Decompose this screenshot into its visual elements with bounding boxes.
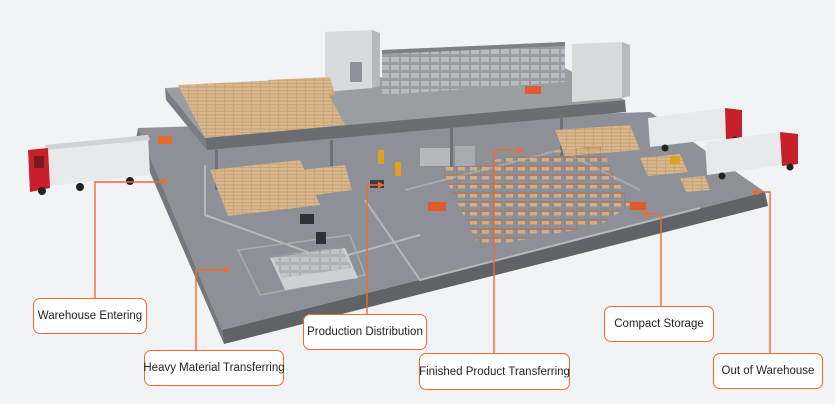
label-compact-storage: Compact Storage	[604, 306, 714, 342]
label-out-of-warehouse: Out of Warehouse	[713, 353, 823, 389]
leader-out-of-warehouse	[752, 191, 771, 353]
leader-warehouse-entering	[94, 181, 168, 298]
leader-heavy-material	[195, 269, 230, 350]
production-equipment	[370, 146, 475, 188]
label-warehouse-entering: Warehouse Entering	[33, 298, 147, 334]
truck-right-bottom	[705, 132, 798, 180]
leader-compact-storage	[642, 213, 662, 306]
tower-right	[572, 42, 630, 102]
ground-goods	[210, 125, 710, 290]
high-bay-rack	[382, 42, 565, 95]
leader-finished-product	[493, 149, 524, 353]
tower-left	[325, 30, 380, 92]
mezzanine-goods	[178, 77, 345, 138]
label-production-distribution: Production Distribution	[303, 314, 427, 350]
finished-product-shelving	[440, 146, 630, 248]
callout-lines	[94, 146, 771, 353]
agv-vehicles	[158, 86, 680, 244]
truck-right-top	[648, 108, 742, 152]
truck-left	[28, 135, 150, 195]
label-finished-product-transferring: Finished Product Transferring	[419, 353, 570, 390]
label-heavy-material-transferring: Heavy Material Transferring	[143, 350, 285, 386]
